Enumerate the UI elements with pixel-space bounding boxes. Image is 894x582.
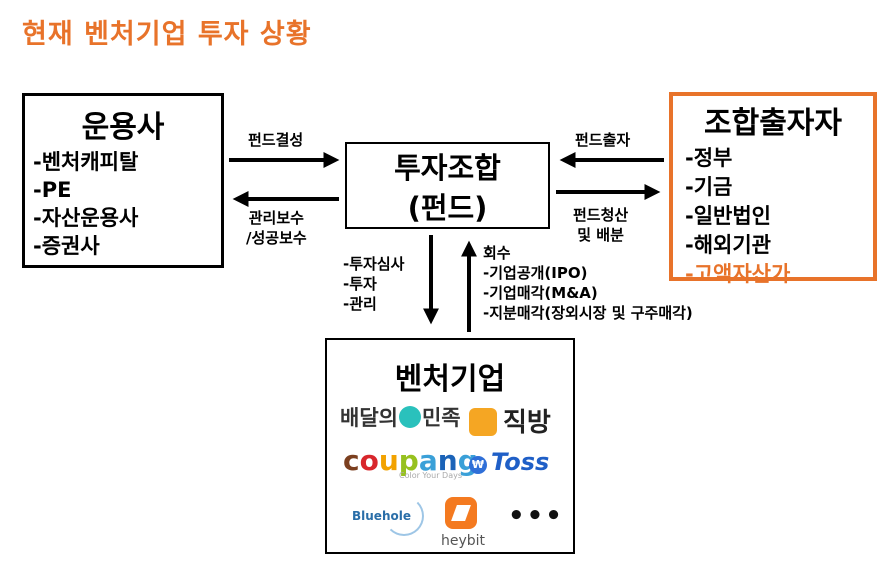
label-investment-steps: -투자심사 -투자 -관리	[343, 254, 404, 314]
heybit-logo: heybit	[441, 533, 486, 549]
exit-step: -기업공개(IPO)	[483, 264, 588, 282]
fund-title-line2: (펀드)	[407, 191, 488, 225]
lp-item: -기금	[685, 175, 733, 199]
fund-title: 투자조합 (펀드)	[347, 148, 548, 228]
lp-item: -정부	[685, 146, 733, 170]
gp-title: 운용사	[81, 110, 165, 145]
gp-item: -벤처캐피탈	[33, 150, 139, 174]
label-fund-formation: 펀드결성	[248, 131, 304, 149]
zigbang-logo-text: 직방	[503, 408, 551, 438]
lp-box: 조합출자자 -정부 -기금 -일반법인 -해외기관 -고액자산가	[669, 92, 877, 286]
lp-list: -정부 -기금 -일반법인 -해외기관 -고액자산가	[685, 144, 873, 289]
label-capital-contribution: 펀드출자	[575, 131, 631, 149]
coupang-letter: c	[343, 444, 360, 477]
coupang-letter: o	[359, 444, 379, 477]
gp-item: -PE	[33, 178, 72, 202]
coupang-letter: n	[437, 444, 458, 477]
fund-box: 투자조합 (펀드)	[345, 142, 550, 229]
baemin-logo: 배달의 민족	[340, 402, 461, 432]
label-liquidation: 펀드청산 및 배분	[573, 205, 628, 245]
lp-item: -일반법인	[685, 204, 771, 228]
gp-box: 운용사 -벤처캐피탈 -PE -자산운용사 -증권사	[22, 93, 224, 268]
label-mgmt-fee-line: /성공보수	[246, 229, 307, 247]
venture-title: 벤처기업	[394, 362, 506, 397]
toss-logo: ₩Toss	[469, 448, 549, 476]
lp-item: -해외기관	[685, 233, 771, 257]
gp-list: -벤처캐피탈 -PE -자산운용사 -증권사	[33, 148, 221, 260]
label-mgmt-fee: 관리보수 /성공보수	[246, 208, 307, 248]
baemin-logo-text-a: 배달의	[340, 406, 398, 430]
heybit-icon	[445, 497, 477, 529]
bluehole-ring-icon	[384, 496, 424, 536]
investment-step: -투자심사	[343, 255, 405, 273]
label-mgmt-fee-line: 관리보수	[248, 209, 304, 227]
coupang-letter: a	[418, 444, 438, 477]
coupang-letter: p	[398, 444, 419, 477]
label-exit-steps: 회수 -기업공개(IPO) -기업매각(M&A) -지분매각(장외시장 및 구주…	[483, 243, 693, 323]
investment-step: -관리	[343, 295, 377, 313]
page-title: 현재 벤처기업 투자 상황	[22, 19, 312, 50]
gp-item: -자산운용사	[33, 206, 139, 230]
coupang-letter: u	[378, 444, 399, 477]
baemin-mascot-icon	[398, 406, 421, 428]
won-icon: ₩	[469, 456, 487, 474]
baemin-logo-text-b: 민족	[421, 406, 461, 430]
investment-step: -투자	[343, 275, 377, 293]
coupang-logo: coupang Color Your Days	[343, 444, 478, 480]
lp-title: 조합출자자	[704, 106, 842, 141]
exit-step: -기업매각(M&A)	[483, 284, 598, 302]
fund-title-line1: 투자조합	[394, 151, 501, 185]
gp-item: -증권사	[33, 234, 100, 258]
toss-logo-text: Toss	[491, 448, 550, 476]
lp-item-highlight: -고액자산가	[685, 262, 791, 286]
zigbang-logo: 직방	[469, 402, 551, 439]
more-ellipsis-icon: •••	[508, 501, 564, 531]
coupang-tagline: Color Your Days	[399, 471, 463, 480]
exit-step: -지분매각(장외시장 및 구주매각)	[483, 304, 693, 322]
label-liquidation-line: 펀드청산	[573, 206, 629, 224]
label-liquidation-line: 및 배분	[577, 226, 624, 244]
exit-step: 회수	[483, 244, 511, 262]
zigbang-house-icon	[469, 408, 497, 436]
